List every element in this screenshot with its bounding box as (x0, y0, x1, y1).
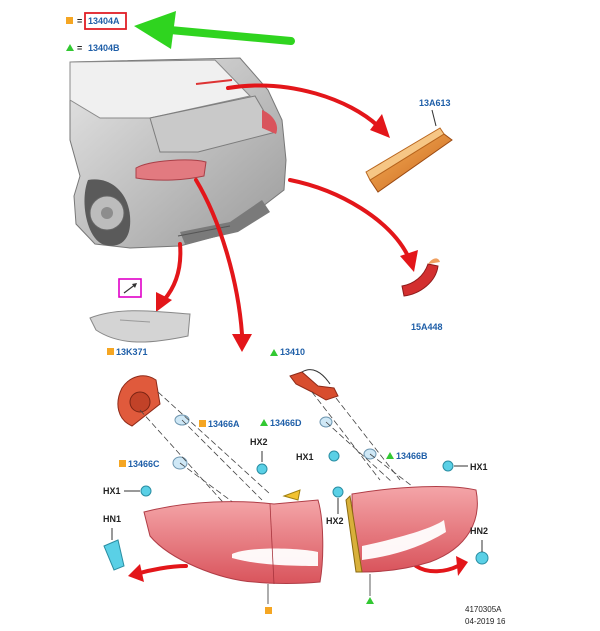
fastener-HX1-mid-icon (328, 450, 340, 462)
green-pointer-arrow (134, 11, 295, 49)
label-13410: 13410 (280, 347, 305, 357)
callout-arrows (134, 83, 460, 576)
detail-view-box (118, 278, 142, 298)
fastener-HX2-mid-icon (332, 486, 344, 498)
legend-triangle-equals: = (77, 43, 82, 53)
legend-square-icon (66, 17, 73, 24)
legend-square-part: 13404A (88, 16, 120, 26)
label-13466D-marker (260, 419, 268, 426)
legend-highlight-box (84, 12, 127, 30)
label-13K371-marker (107, 348, 114, 355)
fastener-HX2-left-icon (256, 463, 268, 475)
label-13466B-marker (386, 452, 394, 459)
label-13466B: 13466B (396, 451, 428, 461)
right-lamp-marker (366, 597, 374, 604)
callout-arrowheads (128, 114, 468, 582)
vehicle-rear-view (69, 57, 287, 249)
label-HN1: HN1 (103, 514, 121, 524)
rear-reflector (401, 258, 440, 297)
label-HX1-left: HX1 (103, 486, 121, 496)
connector-HN1-icon (103, 528, 125, 571)
label-15A448: 15A448 (411, 322, 443, 332)
label-13466C-marker (119, 460, 126, 467)
wiring-harness (289, 369, 339, 401)
label-HX2-mid: HX2 (326, 516, 344, 526)
footer-code: 4170305A (465, 605, 502, 614)
footer-date: 04-2019 16 (465, 617, 506, 626)
fastener-HX1-right-icon (442, 460, 454, 472)
assembly-lines-right (311, 391, 413, 487)
label-13410-marker (270, 349, 278, 356)
label-13K371: 13K371 (116, 347, 148, 357)
legend-triangle-part: 13404B (88, 43, 120, 53)
legend-triangle-icon (66, 44, 74, 51)
lamp-housing-bracket (117, 375, 161, 427)
label-13A613: 13A613 (419, 98, 451, 108)
right-tail-lamp (345, 486, 478, 573)
label-13466A-marker (199, 420, 206, 427)
legend: = 13404A = 13404B (66, 12, 127, 53)
label-HX1-mid: HX1 (296, 452, 314, 462)
label-HN2: HN2 (470, 526, 488, 536)
fastener-HX1-left-icon (140, 485, 152, 497)
label-13466D: 13466D (270, 418, 302, 428)
label-13466A: 13466A (208, 419, 240, 429)
label-HX2-left: HX2 (250, 437, 268, 447)
left-tail-lamp (143, 489, 324, 585)
bumper-bracket (89, 310, 191, 343)
legend-square-equals: = (77, 16, 82, 26)
high-mount-stop-lamp (365, 109, 453, 193)
label-HX1-right: HX1 (470, 462, 488, 472)
connector-HN2-icon (475, 540, 489, 565)
left-lamp-marker (265, 607, 272, 614)
assembly-lines-left (139, 391, 271, 511)
label-13466C: 13466C (128, 459, 160, 469)
